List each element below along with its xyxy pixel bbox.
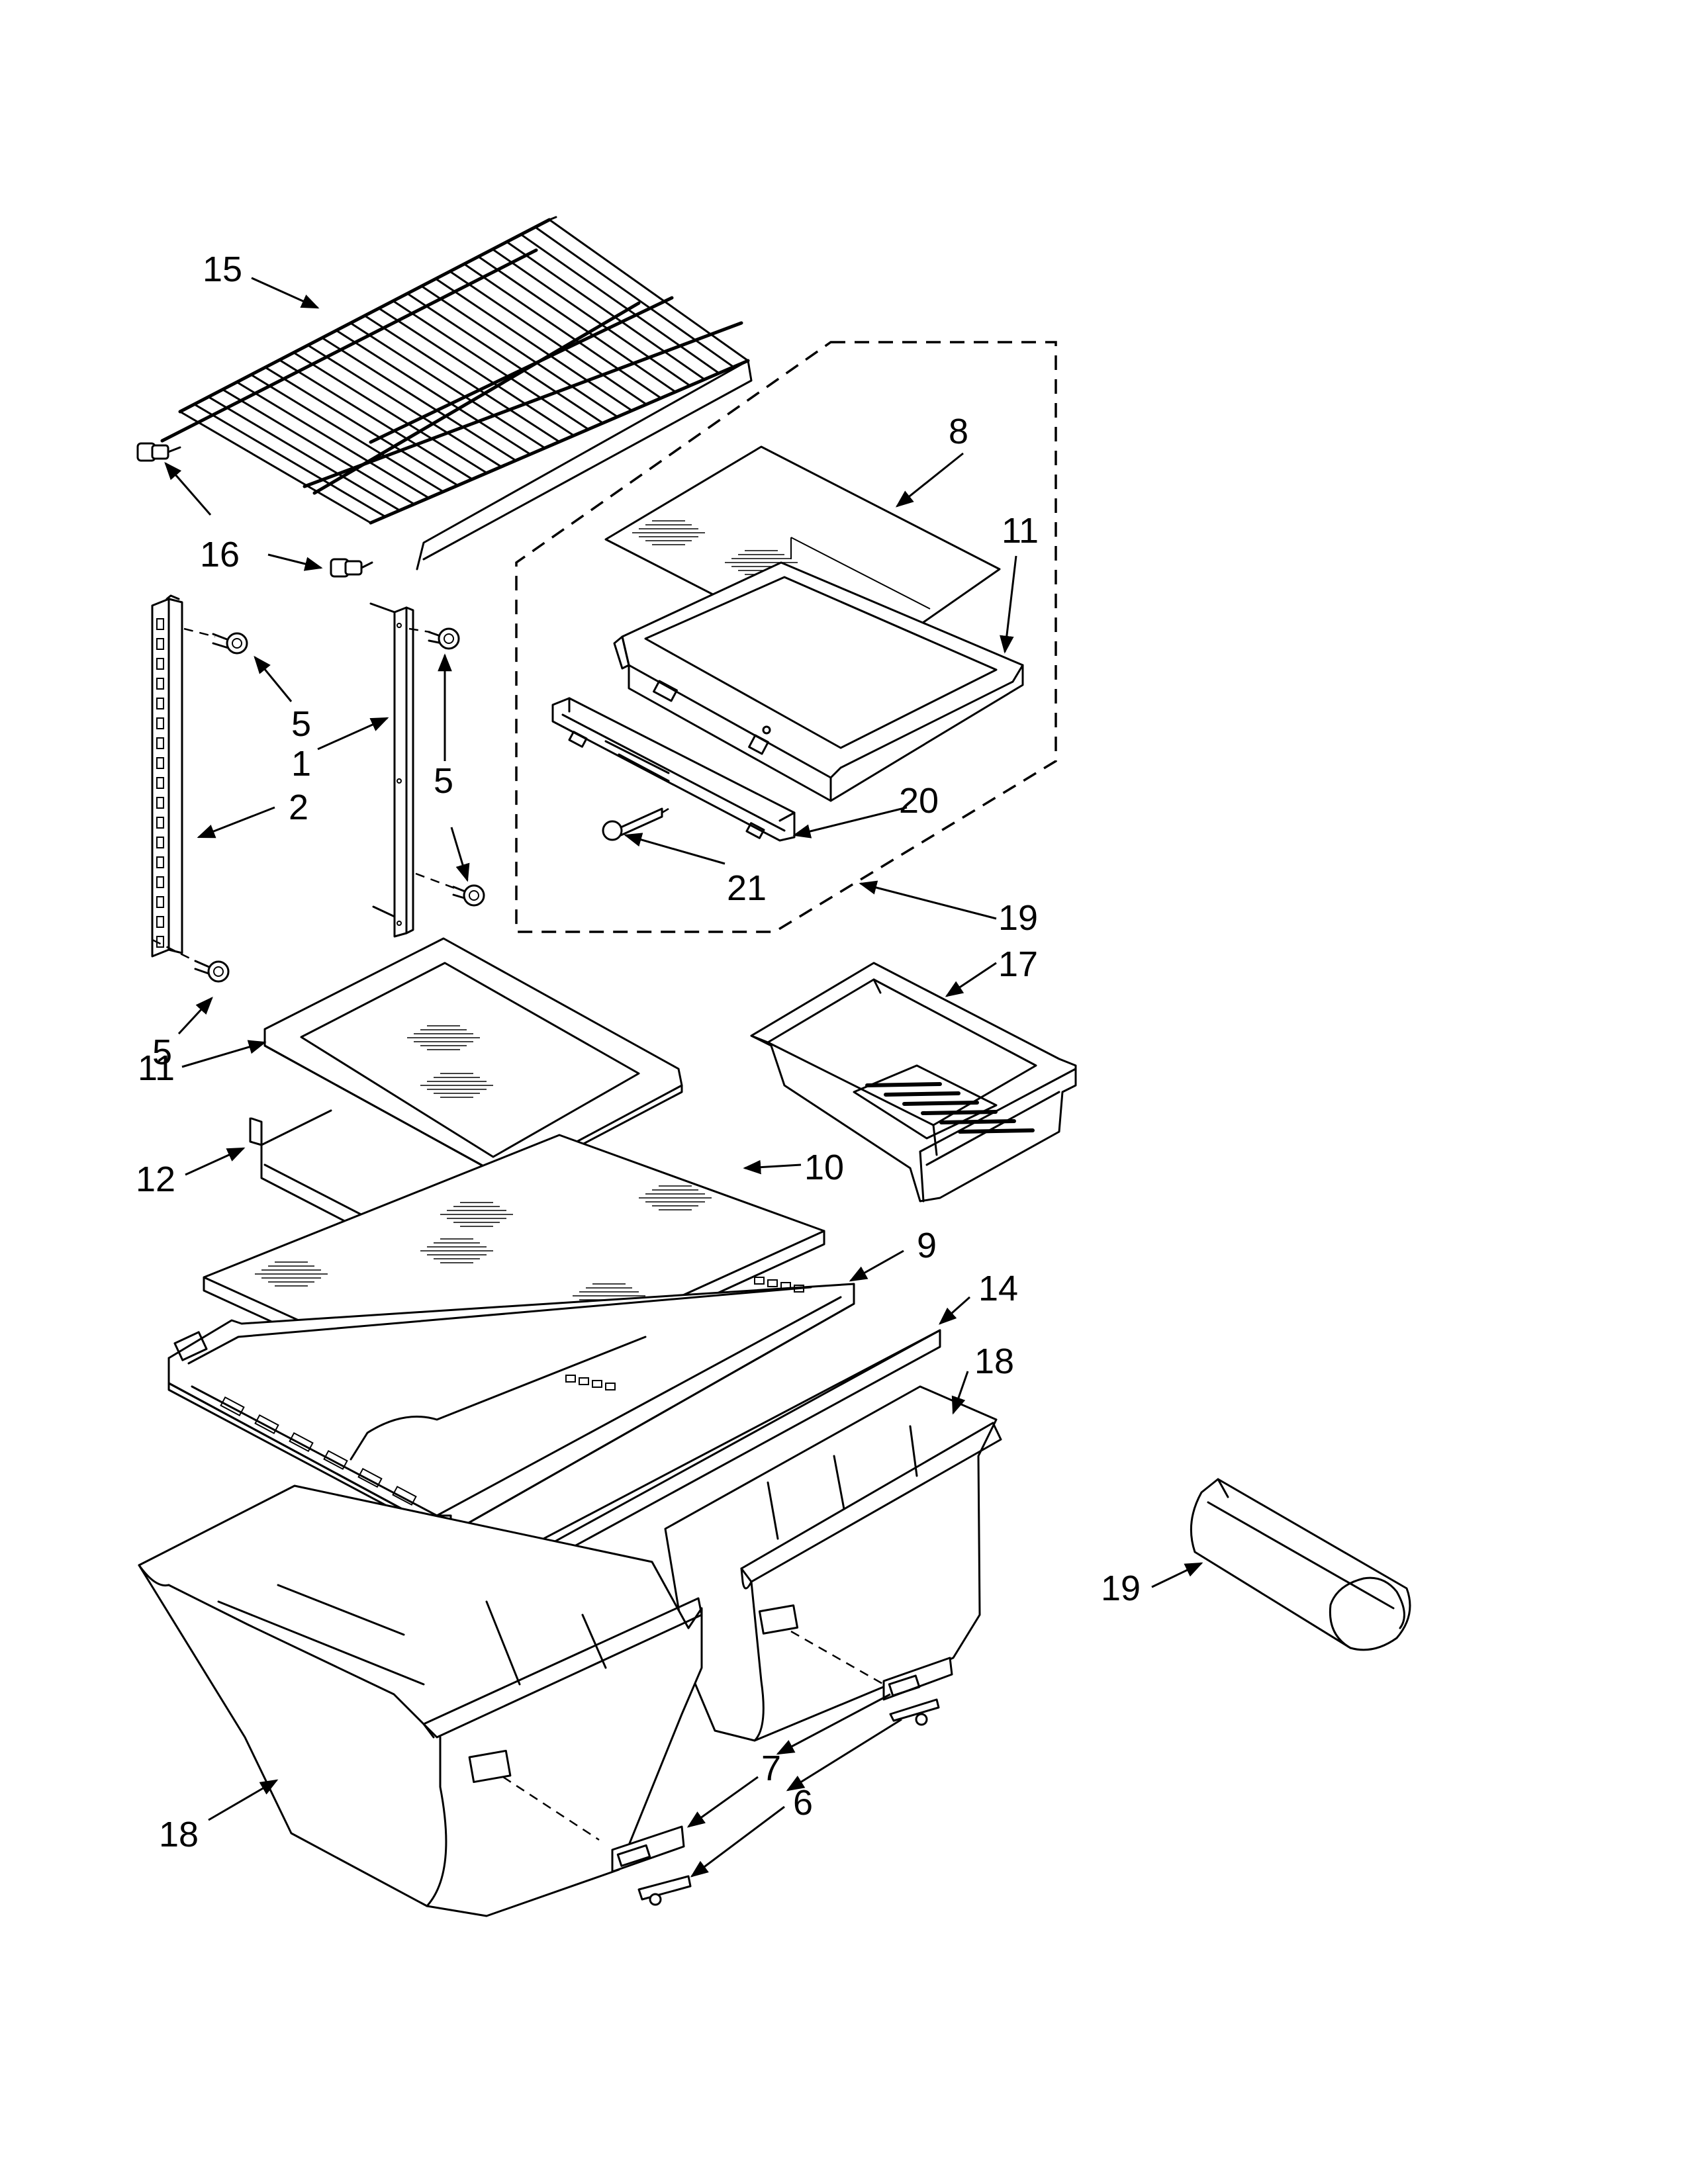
callout-19: 19: [1101, 1569, 1141, 1608]
screw-icon: [152, 938, 230, 983]
callout-20: 20: [899, 781, 939, 821]
callout-10: 10: [804, 1148, 844, 1187]
crisper-pan-18-left: [138, 1484, 703, 1917]
callout-17: 17: [998, 944, 1038, 984]
shelf-cover-19: [1190, 1478, 1411, 1651]
screw-icon: [452, 884, 485, 907]
shelf-frame-11: [263, 937, 683, 1193]
callout-arrows: [164, 277, 1203, 1878]
shelf-ladder-1: [369, 602, 461, 938]
callout-7: 7: [761, 1749, 781, 1788]
callout-16: 16: [200, 535, 240, 574]
deli-drawer-17: [750, 962, 1077, 1203]
clip-6-right: [889, 1698, 940, 1726]
callout-labels: 15 16 8 11 5 1 2 5 20 21 19 17 5 11 12 1…: [136, 250, 1141, 1854]
callout-18: 18: [159, 1815, 199, 1854]
callout-5: 5: [291, 704, 311, 744]
callout-6: 6: [793, 1783, 813, 1823]
crisper-pan-18-right: [664, 1385, 1002, 1742]
shelf-stud-16: [136, 442, 373, 578]
callout-2: 2: [289, 788, 308, 827]
callout-11: 11: [138, 1048, 175, 1088]
callout-12: 12: [136, 1160, 175, 1199]
stud-icon: [330, 558, 373, 578]
callout-18: 18: [974, 1342, 1014, 1381]
screw-21: [602, 807, 669, 841]
callout-14: 14: [978, 1269, 1018, 1308]
callout-8: 8: [949, 412, 968, 451]
shelf-frame-11-top: [613, 561, 1024, 802]
shelf-ladder-2: [151, 594, 216, 958]
callout-5: 5: [434, 761, 453, 801]
callout-15: 15: [203, 250, 242, 289]
wire-shelf-15: [160, 216, 753, 570]
callout-19: 19: [998, 898, 1038, 938]
callout-5: 5: [152, 1032, 172, 1072]
clip-6-left: [637, 1875, 692, 1906]
screw-icon: [212, 632, 248, 655]
screw-5-group: [152, 627, 485, 983]
label-holder-7-right: [882, 1657, 953, 1701]
assembly-19-boundary: [515, 341, 1057, 933]
label-holder-7-left: [611, 1825, 685, 1873]
stud-icon: [136, 442, 181, 462]
callout-21: 21: [727, 868, 767, 908]
callout-11: 11: [1002, 511, 1039, 551]
screw-icon: [428, 627, 460, 650]
callout-1: 1: [291, 744, 311, 784]
callout-9: 9: [917, 1226, 937, 1265]
